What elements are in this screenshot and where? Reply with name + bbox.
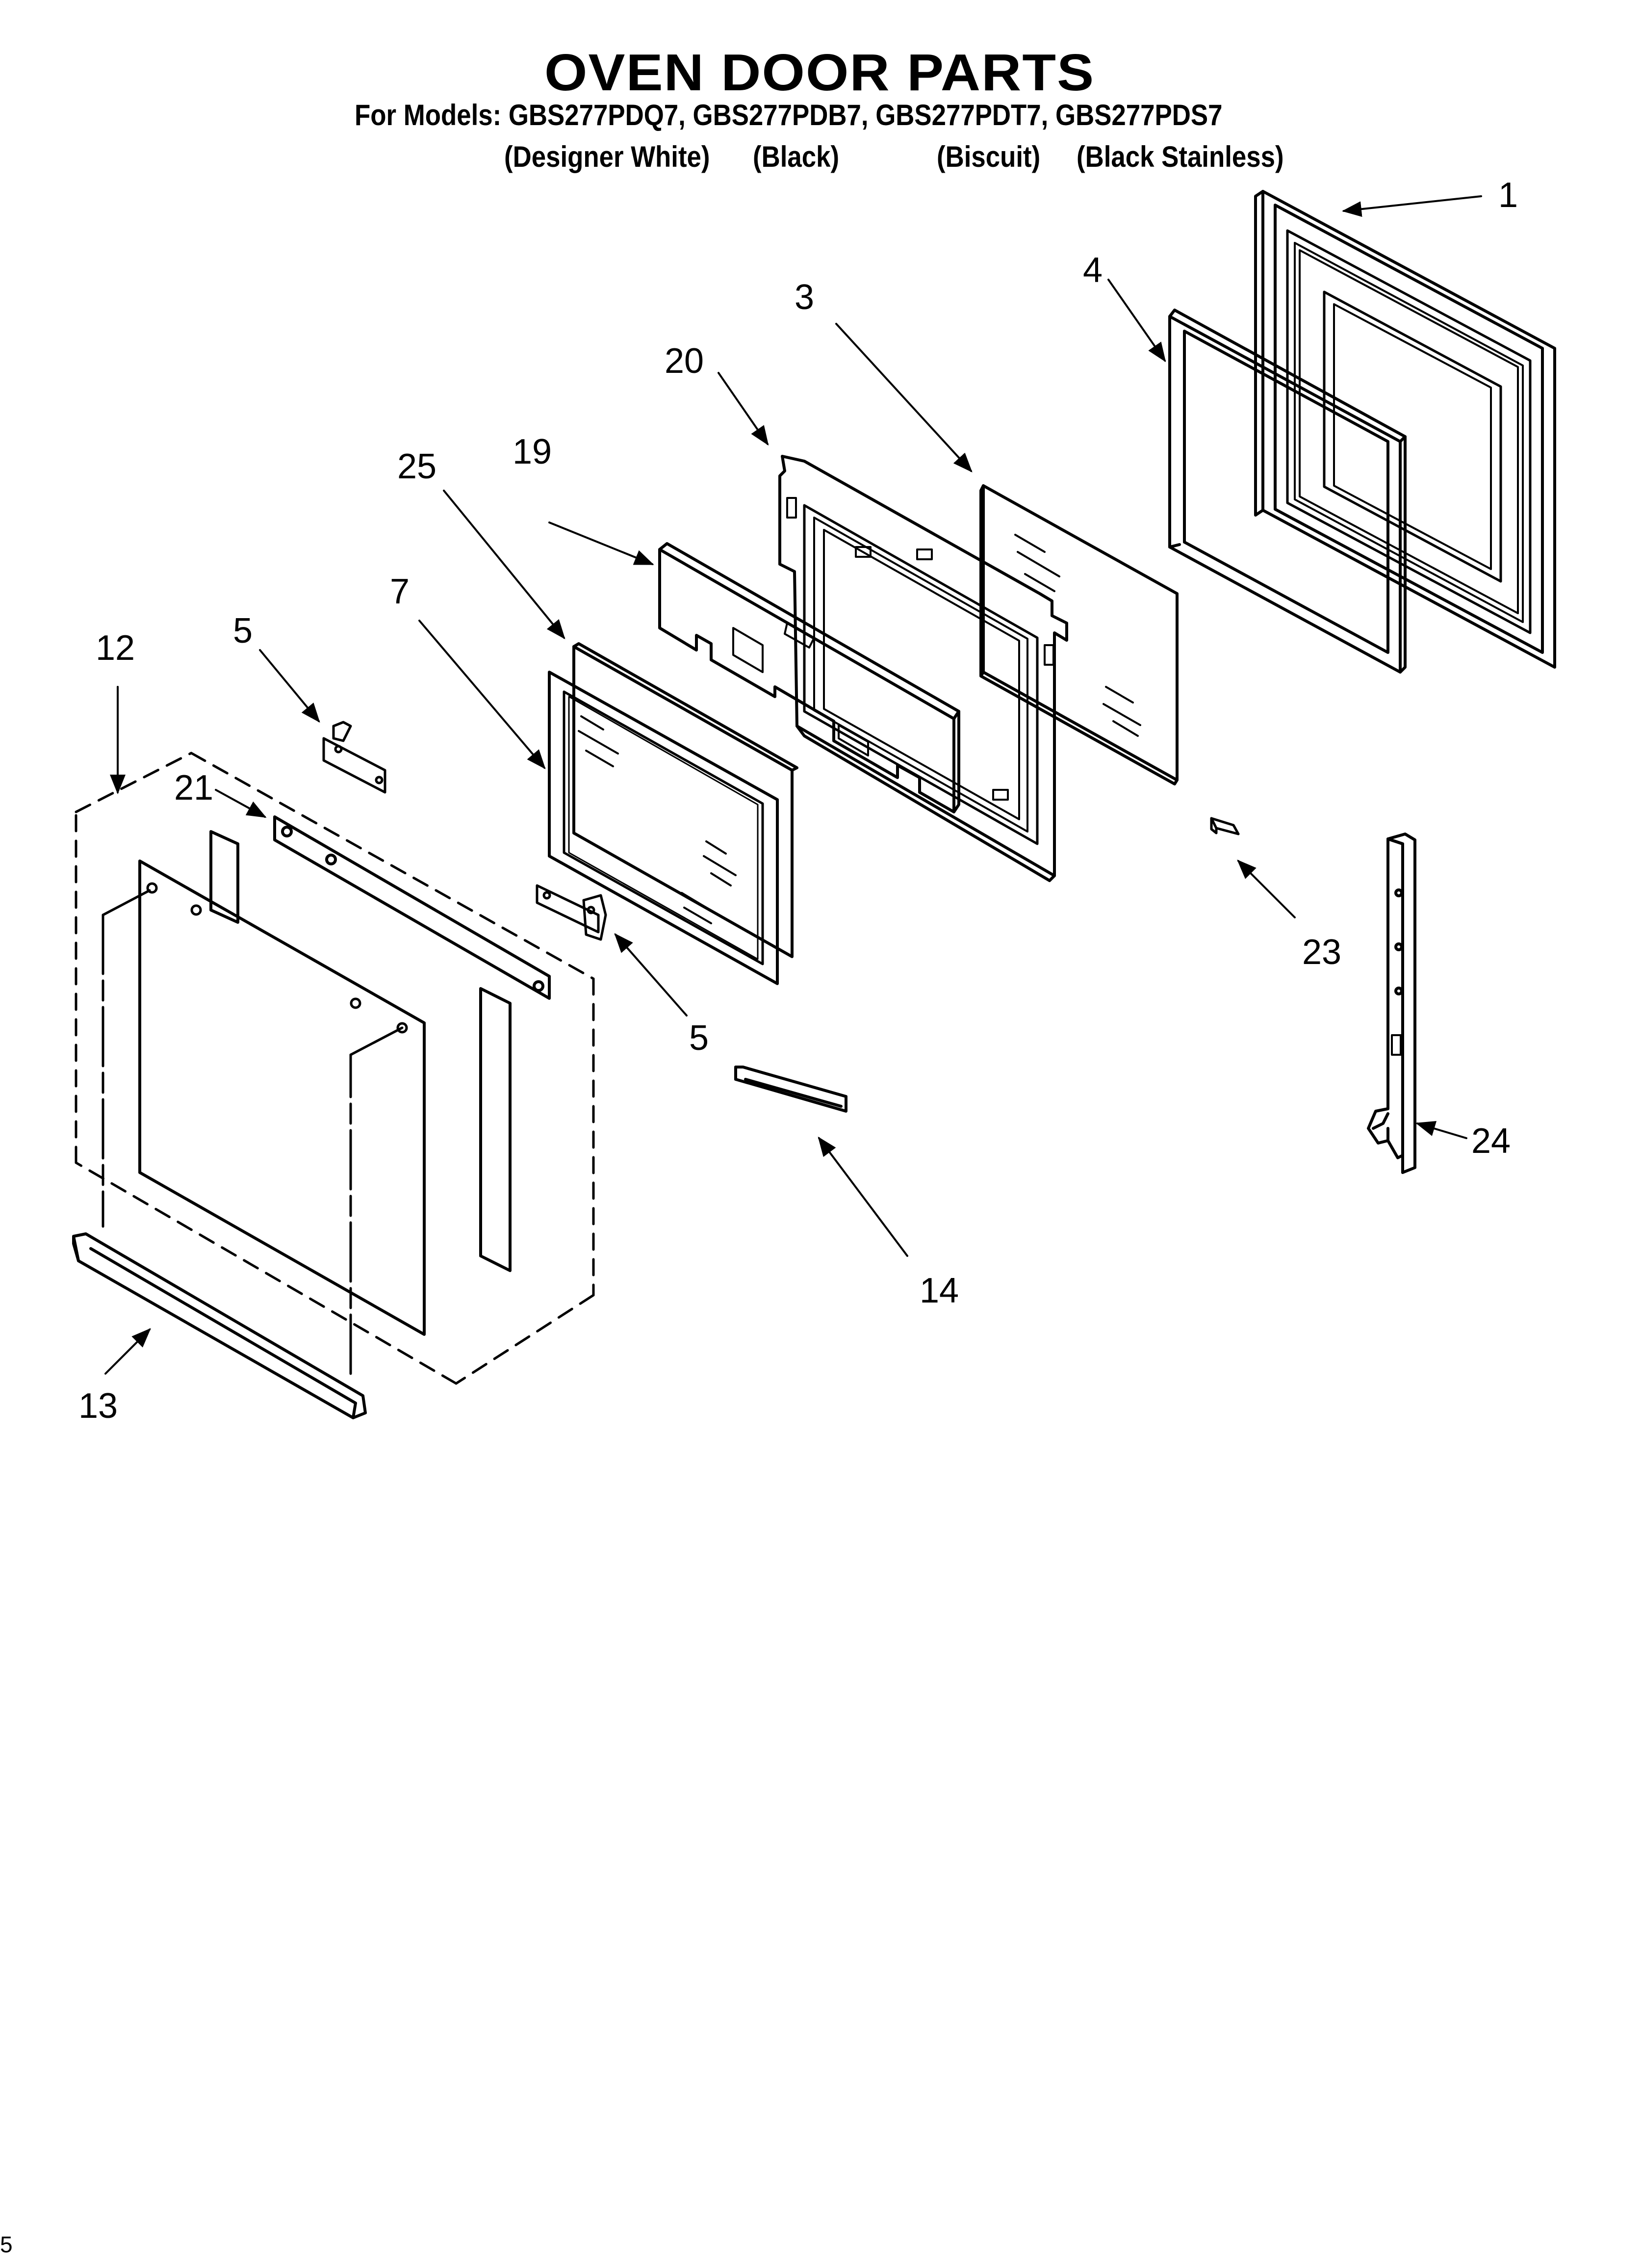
part-3-glass-panel xyxy=(979,484,1179,785)
part-19-heat-shield xyxy=(658,542,960,813)
part-13-bottom-trim xyxy=(72,1232,367,1419)
part-24-hinge-bar xyxy=(1367,833,1416,1174)
model-color-black: (Black) xyxy=(753,140,840,173)
part-25-glass-panel xyxy=(572,642,798,958)
callout-23: 23 xyxy=(1302,933,1341,972)
model-color-designer-white: (Designer White) xyxy=(504,140,710,173)
page-header: OVEN DOOR PARTS For Models: GBS277PDQ7, … xyxy=(0,0,1642,186)
part-20-door-liner xyxy=(778,455,1068,882)
callout-5-upper: 5 xyxy=(233,611,253,651)
callout-4: 4 xyxy=(1083,251,1103,290)
callout-21: 21 xyxy=(174,768,213,808)
model-color-black-stainless: (Black Stainless) xyxy=(1077,140,1284,173)
page-number: 5 xyxy=(0,2232,13,2257)
part-14-gasket-strip xyxy=(734,1066,847,1113)
callout-3: 3 xyxy=(795,278,814,317)
callout-24: 24 xyxy=(1471,1121,1511,1161)
part-4-inner-frame xyxy=(1168,309,1407,674)
part-5-lower-bracket xyxy=(536,884,607,941)
part-23-clip xyxy=(1210,817,1240,835)
part-1-outer-door-frame xyxy=(1254,190,1556,669)
callout-5-lower: 5 xyxy=(689,1018,709,1058)
page-title: OVEN DOOR PARTS xyxy=(544,44,1095,102)
part-21-hinge-strip xyxy=(273,815,551,1000)
callout-1: 1 xyxy=(1498,176,1518,215)
callout-25: 25 xyxy=(397,447,436,486)
part-5-upper-bracket xyxy=(322,721,386,794)
model-color-biscuit: (Biscuit) xyxy=(937,140,1041,173)
leader-arrows xyxy=(104,195,1482,1375)
models-line: For Models: GBS277PDQ7, GBS277PDB7, GBS2… xyxy=(355,99,1223,131)
callout-labels: 1 4 3 20 25 19 7 12 5 21 5 23 24 14 13 xyxy=(78,176,1518,1426)
callout-19: 19 xyxy=(513,432,552,471)
callout-7: 7 xyxy=(390,572,410,611)
callout-13: 13 xyxy=(78,1386,118,1426)
callout-12: 12 xyxy=(96,628,135,668)
part-12-outer-door-assembly xyxy=(75,752,595,1385)
callout-14: 14 xyxy=(920,1271,959,1310)
callout-20: 20 xyxy=(665,341,704,381)
part-7-front-glass-panel xyxy=(548,671,779,985)
